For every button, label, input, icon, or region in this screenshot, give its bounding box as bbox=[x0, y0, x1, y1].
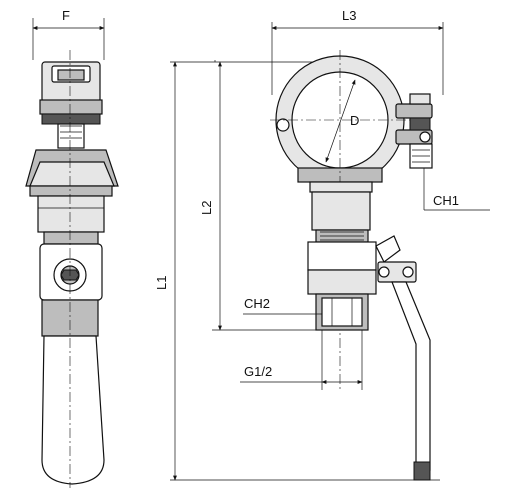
dim-label-D: D bbox=[350, 113, 359, 128]
dim-line-D bbox=[325, 79, 356, 163]
dim-label-L3: L3 bbox=[342, 8, 356, 23]
dim-label-CH1: CH1 bbox=[433, 193, 459, 208]
front-view: L1 L2 L3 D CH1 bbox=[154, 8, 490, 481]
dim-label-L1: L1 bbox=[154, 276, 169, 290]
side-view: F bbox=[25, 8, 119, 488]
dim-label-CH2: CH2 bbox=[244, 296, 270, 311]
dim-label-G: G1/2 bbox=[244, 364, 272, 379]
dim-label-F: F bbox=[62, 8, 70, 23]
dim-label-L2: L2 bbox=[199, 201, 214, 215]
